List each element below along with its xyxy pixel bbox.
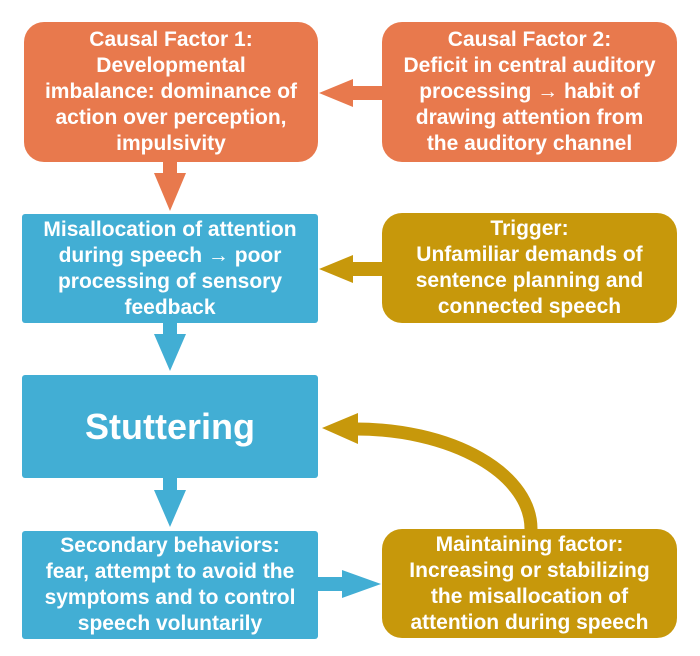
text-line: action over perception, bbox=[55, 106, 287, 129]
box-trigger: Trigger: Unfamiliar demands of sentence … bbox=[382, 213, 677, 323]
text-line: Secondary behaviors: bbox=[60, 534, 280, 557]
arrow-secondary-to-maintaining bbox=[317, 570, 381, 598]
text-line: speech voluntarily bbox=[77, 612, 263, 635]
text-line: processing → habit of bbox=[419, 80, 640, 103]
box-maintaining-factor: Maintaining factor: Increasing or stabil… bbox=[382, 529, 677, 638]
arrow-causal1-to-misallocation bbox=[154, 161, 186, 211]
arrow-causal2-to-causal1 bbox=[319, 79, 382, 107]
text-line: sentence planning and bbox=[415, 269, 644, 292]
arrow-stuttering-to-secondary bbox=[154, 477, 186, 527]
text-line: imbalance: dominance of bbox=[44, 80, 298, 103]
text-line: Unfamiliar demands of bbox=[416, 243, 643, 266]
box-causal-factor-2: Causal Factor 2: Deficit in central audi… bbox=[382, 22, 677, 162]
text-line: drawing attention from bbox=[415, 106, 644, 129]
arrow-maintaining-to-stuttering bbox=[322, 413, 538, 530]
text-line: during speech → poor bbox=[58, 243, 282, 267]
text-line: symptoms and to control bbox=[44, 586, 296, 609]
text-line: Trigger: bbox=[490, 217, 569, 240]
text-line: the misallocation of bbox=[430, 584, 629, 608]
text-line: processing of sensory bbox=[57, 269, 283, 293]
text-line: connected speech bbox=[437, 295, 622, 318]
text-line: Causal Factor 2: bbox=[447, 28, 612, 51]
text-line: Causal Factor 1: bbox=[89, 28, 253, 51]
box-stuttering: Stuttering bbox=[22, 375, 318, 478]
text-line: Deficit in central auditory bbox=[403, 54, 656, 77]
box-causal-factor-1: Causal Factor 1: Developmental imbalance… bbox=[24, 22, 318, 162]
box-secondary-behaviors: Secondary behaviors: fear, attempt to av… bbox=[22, 531, 318, 639]
text-line: Misallocation of attention bbox=[43, 217, 297, 241]
text-line: impulsivity bbox=[116, 132, 226, 155]
arrow-misallocation-to-stuttering bbox=[154, 322, 186, 371]
text-line: Maintaining factor: bbox=[435, 532, 624, 556]
text-line: attention during speech bbox=[410, 610, 649, 634]
text-line: the auditory channel bbox=[426, 132, 633, 155]
stuttering-label: Stuttering bbox=[85, 405, 255, 447]
text-line: fear, attempt to avoid the bbox=[45, 560, 295, 583]
text-line: feedback bbox=[124, 295, 216, 319]
box-misallocation-of-attention: Misallocation of attention during speech… bbox=[22, 214, 318, 323]
text-line: Increasing or stabilizing bbox=[409, 558, 650, 582]
text-line: Developmental bbox=[96, 54, 246, 77]
arrow-trigger-to-misallocation bbox=[319, 255, 382, 283]
